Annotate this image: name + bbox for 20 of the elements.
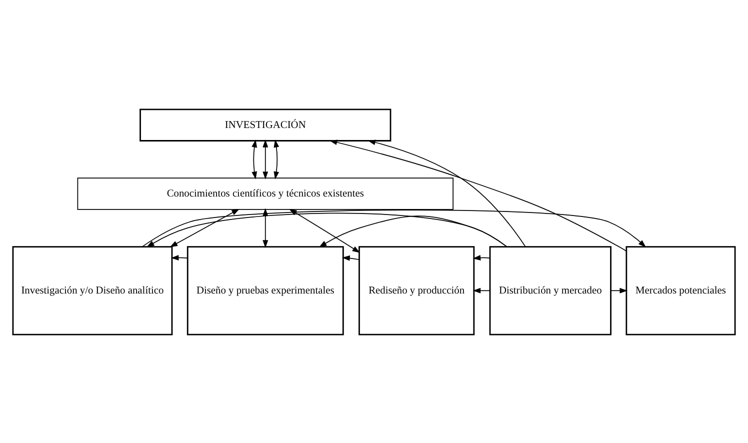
arrow: [368, 139, 526, 247]
node-box: Mercados potenciales: [626, 246, 736, 335]
node-box: Distribución y mercadeo: [489, 246, 612, 335]
arrow: [472, 287, 490, 293]
arrow: [329, 139, 627, 251]
arrow: [146, 212, 508, 247]
arrow: [170, 208, 240, 247]
arrow: [252, 139, 258, 179]
node-box: Rediseño y producción: [358, 246, 475, 335]
node-box: Investigación y/o Diseño analítico: [12, 246, 173, 335]
node-box: INVESTIGACIÓN: [140, 108, 392, 141]
arrow: [274, 139, 280, 179]
node-box: Diseño y pruebas experimentales: [186, 246, 344, 335]
arrow: [342, 254, 360, 260]
arrow: [472, 254, 490, 260]
arrow: [262, 139, 268, 179]
arrow: [170, 254, 188, 260]
arrow: [610, 287, 628, 293]
arrow: [318, 215, 508, 247]
node-box: Conocimientos científicos y técnicos existentes: [77, 177, 454, 210]
